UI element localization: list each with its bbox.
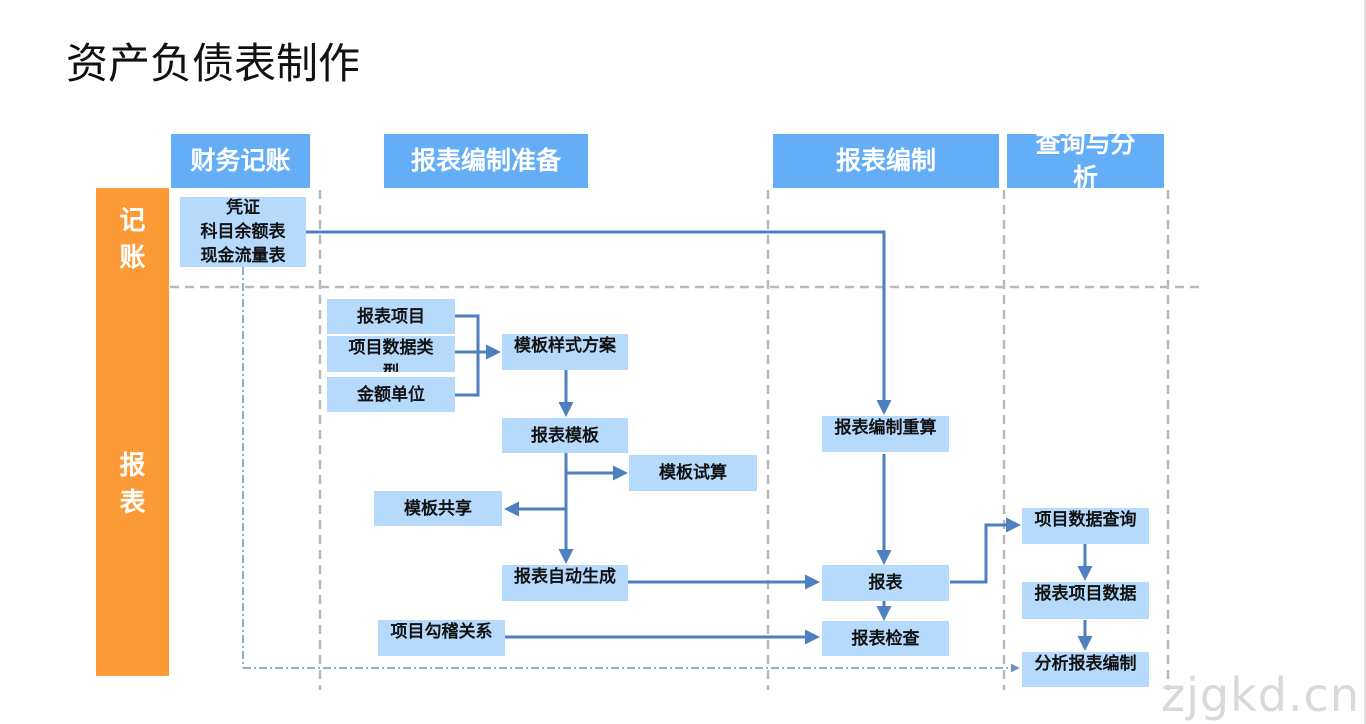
node-template-trial: 模板试算 [629,455,757,491]
lane-label-report: 报表 [119,451,146,518]
node-report-item: 报表项目 [327,299,455,334]
phase-query-header: 查询与分析 [1007,134,1164,188]
swimlane-sidebar: 记账 报表 [96,188,169,676]
watermark: zjgkd.cn [1160,668,1360,722]
right-edge-divider [1364,0,1366,724]
node-analysis-report: 分析报表编制 [1022,652,1149,687]
node-recompute: 报表编制重算 [822,416,949,452]
node-item-check: 项目勾稽关系 [378,620,505,656]
flow-arrows [306,230,1093,651]
node-report-template: 报表模板 [502,418,628,453]
node-auto-generate: 报表自动生成 [502,565,628,601]
node-report-item-data: 报表项目数据 [1022,582,1149,619]
dashdot-feedback-line [242,267,1020,673]
node-item-data-type: 项目数据类型 [327,336,455,372]
node-report-check: 报表检查 [822,621,949,656]
node-voucher: 凭证 科目余额表 现金流量表 [180,197,306,267]
lane-label-bookkeeping: 记账 [119,206,146,273]
node-template-share: 模板共享 [374,491,502,526]
node-amount-unit: 金额单位 [327,377,455,412]
phase-prep-header: 报表编制准备 [384,134,588,188]
node-report: 报表 [822,565,949,601]
node-item-data-query: 项目数据查询 [1022,508,1149,544]
page-title: 资产负债表制作 [66,39,361,88]
phase-compile-header: 报表编制 [773,134,999,188]
node-template-style: 模板样式方案 [502,334,628,370]
lane-dividers [170,190,1200,690]
phase-finance-header: 财务记账 [171,134,310,188]
